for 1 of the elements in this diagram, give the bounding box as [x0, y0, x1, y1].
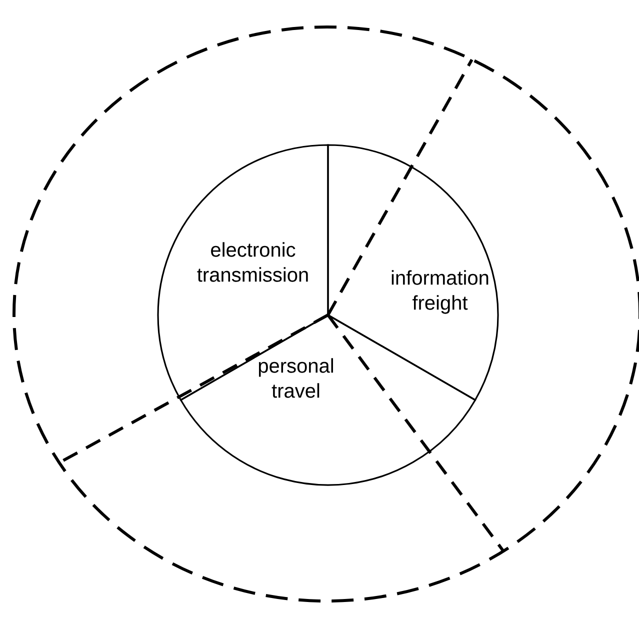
pie-sector: personal travel: [180, 314, 476, 486]
